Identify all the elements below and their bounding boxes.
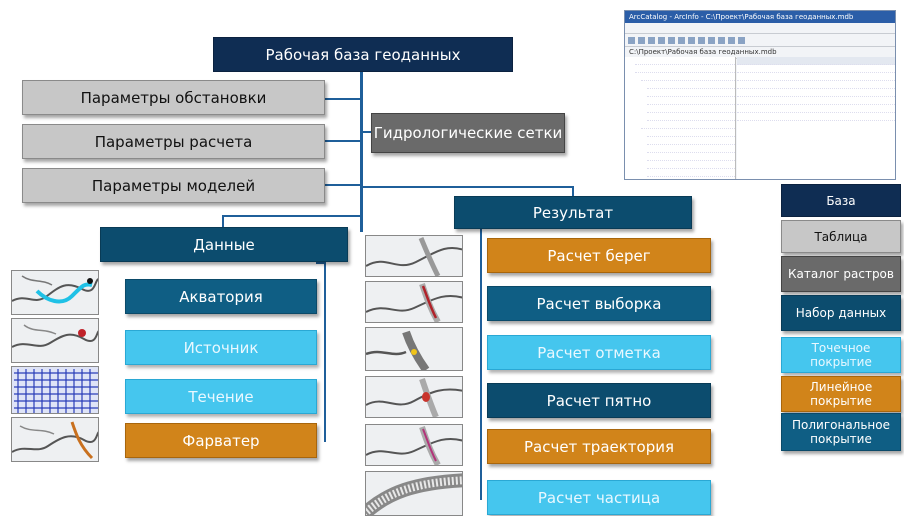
connector-params-3 xyxy=(325,184,361,186)
arccatalog-title: ArcCatalog - ArcInfo - C:\Проект\Рабочая… xyxy=(625,11,895,23)
connector-branch-result-down xyxy=(572,186,574,196)
params-environment: Параметры обстановки xyxy=(22,80,325,115)
params-models: Параметры моделей xyxy=(22,168,325,203)
arccatalog-menubar xyxy=(625,23,895,34)
legend-tablitsa: Таблица xyxy=(781,220,901,253)
connector-data-stub xyxy=(316,262,326,264)
data-item-techenie: Течение xyxy=(125,379,317,414)
arccatalog-screenshot: ArcCatalog - ArcInfo - C:\Проект\Рабочая… xyxy=(624,10,896,180)
connector-branch-result xyxy=(361,186,574,188)
connector-hydro xyxy=(361,131,371,133)
legend-katalog-rastrov: Каталог растров xyxy=(781,256,901,292)
data-item-istochnik: Источник xyxy=(125,330,317,365)
connector-result-trunk xyxy=(480,228,482,500)
arccatalog-contents xyxy=(737,57,895,179)
connector-params-2 xyxy=(325,140,361,142)
connector-branch-data-down xyxy=(222,215,224,227)
data-item-farvater: Фарватер xyxy=(125,423,317,458)
result-node: Результат xyxy=(454,196,692,229)
thumbnail-vyborka-map xyxy=(365,281,463,323)
thumbnail-istochnik-map xyxy=(11,318,99,363)
connector-branch-data xyxy=(222,215,362,217)
thumbnail-farvater-map xyxy=(11,417,99,462)
result-item-chastitsa: Расчет частица xyxy=(487,480,711,515)
result-item-vyborka: Расчет выборка xyxy=(487,286,711,321)
root-node: Рабочая база геоданных xyxy=(213,37,513,72)
thumbnail-bereg-map xyxy=(365,235,463,277)
thumbnail-traektoriya-map xyxy=(365,424,463,466)
thumbnail-akvatoriya-map xyxy=(11,270,99,315)
legend-nabor-dannyh: Набор данных xyxy=(781,295,901,331)
data-item-akvatoriya: Акватория xyxy=(125,279,317,314)
legend-tochechnoe-pokrytie: Точечное покрытие xyxy=(781,337,901,373)
connector-params-1 xyxy=(325,98,361,100)
arccatalog-tree xyxy=(625,57,736,179)
thumbnail-chastitsa-map xyxy=(365,471,463,516)
thumbnail-techenie-vectors xyxy=(11,366,99,414)
data-node: Данные xyxy=(100,227,348,262)
hydro-grids: Гидрологические сетки xyxy=(371,113,565,153)
legend-lineynoe-pokrytie: Линейное покрытие xyxy=(781,376,901,412)
legend-baza: База xyxy=(781,184,901,217)
result-item-pyatno: Расчет пятно xyxy=(487,383,711,418)
thumbnail-otmetka-map xyxy=(365,327,463,371)
connector-root-trunk xyxy=(360,72,363,232)
thumbnail-pyatno-map xyxy=(365,376,463,418)
arccatalog-toolbar xyxy=(625,34,895,47)
legend-poligonalnoe-pokrytie: Полигональное покрытие xyxy=(781,413,901,451)
params-calculation: Параметры расчета xyxy=(22,124,325,159)
result-item-traektoriya: Расчет траектория xyxy=(487,429,711,464)
connector-data-trunk xyxy=(324,262,326,442)
result-item-bereg: Расчет берег xyxy=(487,238,711,273)
result-item-otmetka: Расчет отметка xyxy=(487,335,711,370)
